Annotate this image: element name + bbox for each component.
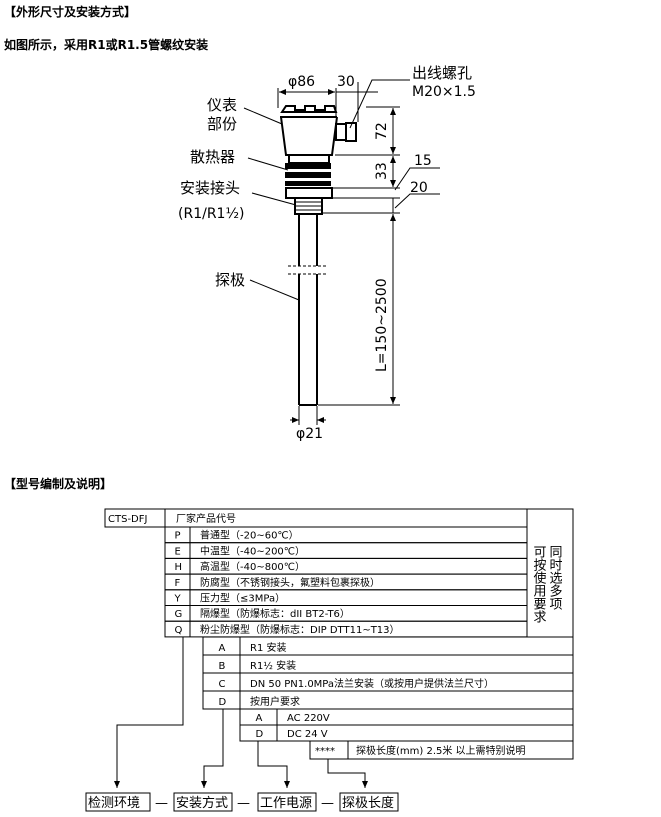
type-row: E 中温型（-40~200℃） (164, 542, 528, 559)
dim-30: 30 (337, 74, 355, 90)
mounting-row: D 按用户要求 (202, 690, 574, 710)
row-code: B (219, 661, 226, 672)
model-code: CTS-DFJ (108, 514, 147, 525)
dim-15: 15 (414, 153, 432, 169)
fitting-label: 安装接头 (180, 179, 240, 197)
heatsink (285, 154, 333, 199)
legend-sep-3: — (321, 796, 334, 811)
length-code: **** (315, 746, 335, 757)
mounting-row: B R1½ 安装 (202, 654, 574, 674)
row-code: G (175, 609, 183, 620)
side-note-1: 同时选多项 (547, 545, 563, 610)
row-desc: R1 安装 (250, 641, 287, 654)
dim-20: 20 (410, 180, 428, 196)
mounting-row: A R1 安装 (202, 636, 574, 656)
housing (280, 105, 357, 156)
row-code: A (256, 713, 263, 724)
dim-length: L=150~2500 (374, 278, 390, 372)
row-desc: 隔爆型（防爆标志：dII BT2-T6） (200, 607, 350, 620)
type-row: P 普通型（-20~60℃） (164, 526, 528, 544)
row-code: F (175, 578, 181, 589)
row-desc: DN 50 PN1.0MPa法兰安装（或按用户提供法兰尺寸） (250, 677, 494, 690)
legend-sep-1: — (155, 796, 168, 811)
mounting-row: C DN 50 PN1.0MPa法兰安装（或按用户提供法兰尺寸） (202, 672, 574, 692)
type-row: G 隔爆型（防爆标志：dII BT2-T6） (164, 605, 528, 622)
legend-length: 探极长度 (342, 795, 394, 811)
type-row: H 高温型（-40~800℃） (164, 557, 528, 575)
row-desc: 普通型（-20~60℃） (200, 529, 299, 542)
type-row: Q 粉尘防爆型（防爆标志：DIP DTT11~T13） (164, 620, 528, 638)
thread-fitting (294, 197, 323, 215)
dim-rod: φ21 (296, 426, 323, 442)
row-code: A (219, 643, 226, 654)
row-desc: DC 24 V (287, 729, 328, 740)
model-desc: 厂家产品代号 (176, 512, 236, 525)
row-desc: 粉尘防爆型（防爆标志：DIP DTT11~T13） (200, 623, 400, 636)
heatsink-label: 散热器 (190, 148, 235, 166)
dim-72: 72 (374, 122, 390, 140)
power-row: A AC 220V (239, 708, 574, 726)
probe-label: 探极 (215, 271, 245, 289)
intro-text: 如图所示，采用R1或R1.5管螺纹安装 (4, 37, 208, 52)
row-code: Q (175, 625, 183, 636)
row-desc: 压力型（≤3MPa） (200, 592, 285, 605)
probe-rod (288, 214, 328, 406)
outlet-spec: M20×1.5 (412, 84, 476, 100)
row-code: Y (174, 594, 182, 605)
row-code: D (219, 697, 227, 708)
instrument-label-1: 仪表 (207, 96, 237, 114)
power-row: D DC 24 V (239, 724, 574, 742)
length-desc: 探极长度(mm) 2.5米 以上需特别说明 (356, 744, 526, 757)
model-heading: 【型号编制及说明】 (4, 476, 112, 491)
legend-env: 检测环境 (88, 796, 140, 811)
legend-sep-2: — (237, 796, 250, 811)
row-code: D (256, 729, 264, 740)
connectors (114, 637, 368, 788)
row-desc: 高温型（-40~800℃） (200, 560, 305, 573)
row-code: P (175, 531, 181, 542)
dim-33: 33 (374, 162, 390, 180)
legend-mount: 安装方式 (176, 795, 228, 811)
type-row: Y 压力型（≤3MPa） (164, 589, 528, 606)
row-desc: 防腐型（不锈钢接头，氟塑料包裹探极） (200, 576, 380, 589)
dim-diameter: φ86 (288, 74, 315, 90)
row-desc: 中温型（-40~200℃） (200, 544, 305, 557)
dimensions-heading: 【外形尺寸及安装方式】 (4, 4, 136, 19)
row-code: C (219, 679, 226, 690)
row-desc: R1½ 安装 (250, 659, 296, 672)
row-code: H (175, 562, 183, 573)
sensor-drawing: φ86 30 出线螺孔 M20×1.5 仪表 部份 散热器 安装接头 (R1/R… (178, 64, 476, 442)
legend-power: 工作电源 (260, 796, 312, 811)
row-desc: 按用户要求 (250, 695, 300, 708)
row-code: E (175, 546, 181, 557)
row-desc: AC 220V (287, 713, 330, 724)
legend: 检测环境 — 安装方式 — 工作电源 — 探极长度 (85, 792, 399, 812)
model-table: CTS-DFJ 厂家产品代号 同时选多项 可按使用要求 P 普通型（-20~60℃… (104, 508, 574, 760)
instrument-label-2: 部份 (207, 115, 237, 133)
outlet-label: 出线螺孔 (412, 64, 472, 82)
side-note-2: 可按使用要求 (531, 545, 547, 623)
type-row: F 防腐型（不锈钢接头，氟塑料包裹探极） (164, 573, 528, 591)
fitting-spec: (R1/R1½) (178, 206, 244, 222)
